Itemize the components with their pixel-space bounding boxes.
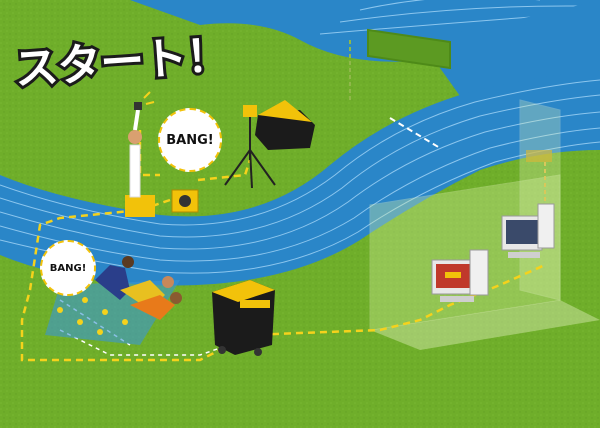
bang-callout-starter: BANG! [158, 108, 222, 172]
main-track [0, 70, 600, 286]
speaker-box-icon [171, 189, 199, 213]
scoreboard-icon [349, 28, 451, 100]
control-unit-icon [212, 280, 275, 356]
tripod-sensor-icon [224, 105, 276, 189]
bang-callout-runners: BANG! [40, 240, 96, 296]
pa-speaker-icon [255, 100, 315, 150]
starter-pistol-icon [134, 91, 155, 110]
starter-figure-icon [125, 109, 155, 217]
desktop-computer-icon [431, 203, 555, 302]
sprinter-figures-icon [95, 256, 182, 320]
camera-icon [526, 150, 552, 205]
